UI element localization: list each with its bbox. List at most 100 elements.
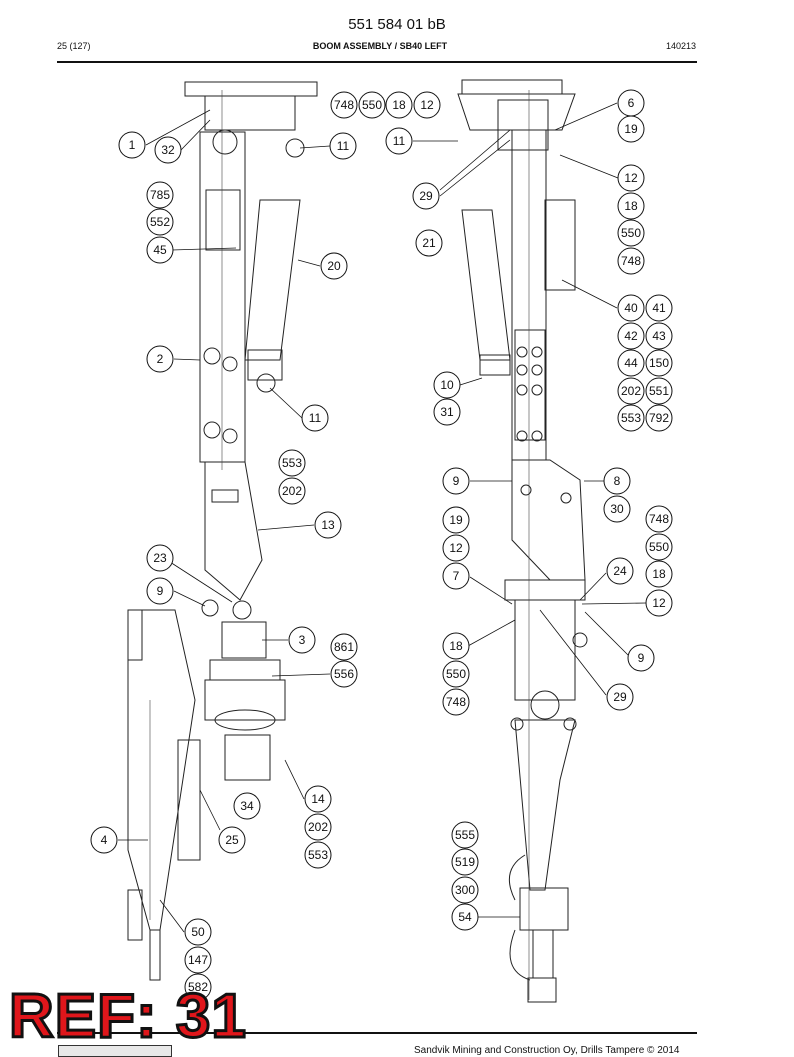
callout-18: 18: [442, 632, 470, 660]
callout-748: 748: [617, 247, 645, 275]
callout-41: 41: [645, 294, 673, 322]
callout-553: 553: [304, 841, 332, 869]
callout-14: 14: [304, 785, 332, 813]
callout-label: 3: [299, 633, 306, 647]
callout-18: 18: [617, 192, 645, 220]
callout-label: 2: [157, 352, 164, 366]
callout-34: 34: [233, 792, 261, 820]
callout-11: 11: [301, 404, 329, 432]
callout-11: 11: [329, 132, 357, 160]
callout-label: 1: [129, 138, 136, 152]
callout-9: 9: [442, 467, 470, 495]
callout-label: 44: [624, 356, 638, 370]
callout-3: 3: [288, 626, 316, 654]
callout-label: 553: [308, 848, 328, 862]
callout-29: 29: [412, 182, 440, 210]
callout-553: 553: [278, 449, 306, 477]
callout-label: 785: [150, 188, 170, 202]
callout-552: 552: [146, 208, 174, 236]
callout-label: 10: [440, 378, 454, 392]
callout-label: 553: [282, 456, 302, 470]
callout-12: 12: [442, 534, 470, 562]
callout-40: 40: [617, 294, 645, 322]
callout-21: 21: [415, 229, 443, 257]
callout-label: 18: [392, 98, 406, 112]
callout-202: 202: [278, 477, 306, 505]
callout-19: 19: [617, 115, 645, 143]
left-boom-view: [127, 81, 318, 981]
callout-24: 24: [606, 557, 634, 585]
callout-202: 202: [304, 813, 332, 841]
callout-label: 519: [455, 855, 475, 869]
callout-label: 19: [624, 122, 638, 136]
callout-23: 23: [146, 544, 174, 572]
callout-25: 25: [218, 826, 246, 854]
callout-label: 8: [614, 474, 621, 488]
callout-748: 748: [330, 91, 358, 119]
callout-19: 19: [442, 506, 470, 534]
callout-147: 147: [184, 946, 212, 974]
callout-label: 25: [225, 833, 239, 847]
callout-label: 12: [652, 596, 666, 610]
callout-44: 44: [617, 349, 645, 377]
callout-label: 32: [161, 143, 175, 157]
callout-label: 34: [240, 799, 254, 813]
callout-label: 150: [649, 356, 669, 370]
callout-label: 12: [449, 541, 463, 555]
callout-label: 552: [150, 215, 170, 229]
callout-label: 11: [337, 139, 350, 153]
callout-748: 748: [442, 688, 470, 716]
callout-18: 18: [645, 560, 673, 588]
footer-company: Sandvik Mining and Construction Oy, Dril…: [414, 1045, 680, 1056]
callout-label: 748: [649, 512, 669, 526]
callout-12: 12: [617, 164, 645, 192]
callout-42: 42: [617, 322, 645, 350]
callout-label: 42: [624, 329, 638, 343]
callout-label: 553: [621, 411, 641, 425]
callout-54: 54: [451, 903, 479, 931]
callout-label: 7: [453, 569, 460, 583]
callout-label: 23: [153, 551, 167, 565]
callout-label: 24: [613, 564, 627, 578]
callout-label: 792: [649, 411, 669, 425]
callout-label: 20: [327, 259, 341, 273]
callout-300: 300: [451, 876, 479, 904]
callout-550: 550: [645, 533, 673, 561]
callout-20: 20: [320, 252, 348, 280]
callout-label: 555: [455, 828, 475, 842]
callout-13: 13: [314, 511, 342, 539]
callout-label: 40: [624, 301, 638, 315]
callout-9: 9: [627, 644, 655, 672]
callout-519: 519: [451, 848, 479, 876]
callout-label: 551: [649, 384, 669, 398]
callout-label: 14: [311, 792, 325, 806]
callout-label: 19: [449, 513, 463, 527]
callout-4: 4: [90, 826, 118, 854]
callout-9: 9: [146, 577, 174, 605]
callout-1: 1: [118, 131, 146, 159]
callout-861: 861: [330, 633, 358, 661]
callout-label: 748: [621, 254, 641, 268]
document-code: 140213: [666, 41, 697, 51]
callout-label: 11: [309, 411, 322, 425]
callout-555: 555: [451, 821, 479, 849]
callout-202: 202: [617, 377, 645, 405]
callout-550: 550: [358, 91, 386, 119]
callout-550: 550: [617, 219, 645, 247]
callout-556: 556: [330, 660, 358, 688]
callout-7: 7: [442, 562, 470, 590]
callout-label: 582: [188, 980, 208, 994]
callout-551: 551: [645, 377, 673, 405]
callout-label: 9: [453, 474, 460, 488]
callout-43: 43: [645, 322, 673, 350]
callout-12: 12: [645, 589, 673, 617]
callout-label: 550: [362, 98, 382, 112]
callout-label: 202: [308, 820, 328, 834]
callout-30: 30: [603, 495, 631, 523]
callout-label: 12: [420, 98, 434, 112]
callout-label: 748: [446, 695, 466, 709]
callout-29: 29: [606, 683, 634, 711]
callout-150: 150: [645, 349, 673, 377]
